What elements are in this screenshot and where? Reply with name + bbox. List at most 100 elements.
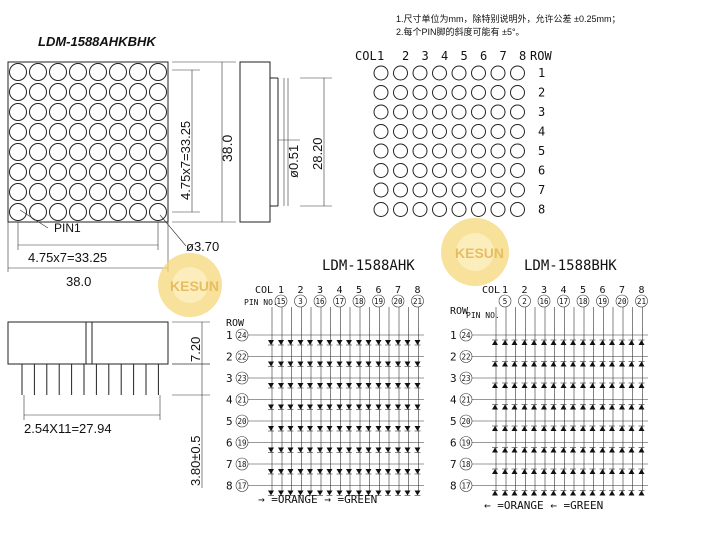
led-diode bbox=[307, 447, 313, 453]
led-diode bbox=[346, 404, 352, 410]
circuit-row-number: 7 bbox=[226, 458, 233, 471]
grid-dot bbox=[373, 104, 389, 120]
circuit-col-number: 7 bbox=[619, 285, 625, 296]
note-2: 2.每个PIN脚的斜度可能有 ±5°。 bbox=[396, 26, 525, 37]
front-dot bbox=[49, 183, 67, 201]
front-dot bbox=[49, 143, 67, 161]
led-diode bbox=[550, 447, 557, 453]
grid-row-number: 5 bbox=[538, 144, 545, 158]
grid-dot bbox=[471, 65, 486, 81]
circuit-col-pin bbox=[411, 294, 424, 308]
grid-dot bbox=[510, 104, 525, 120]
led-diode bbox=[550, 383, 557, 388]
grid-dot bbox=[412, 202, 428, 217]
circuit-col-number: 5 bbox=[356, 285, 362, 296]
grid-dot bbox=[393, 143, 408, 159]
circuit-row-pin-number: 20 bbox=[461, 417, 471, 426]
front-dot bbox=[9, 183, 27, 201]
led-diode bbox=[287, 447, 294, 453]
led-diode bbox=[619, 383, 625, 388]
led-diode bbox=[550, 340, 557, 345]
led-diode bbox=[560, 447, 567, 453]
led-diode bbox=[511, 361, 518, 367]
circuit-row-pin-number: 22 bbox=[461, 353, 470, 362]
front-dot bbox=[109, 63, 127, 81]
circuit-ahk-pin-label: PIN NO. bbox=[244, 298, 278, 307]
watermark-left: KESUN bbox=[158, 253, 222, 317]
led-diode bbox=[502, 447, 508, 453]
model-title: LDM-1588AHKBHK bbox=[38, 34, 157, 49]
led-diode bbox=[307, 469, 313, 474]
grid-dot bbox=[432, 202, 447, 217]
circuit-row-pin-number: 17 bbox=[461, 482, 470, 491]
led-diode bbox=[375, 426, 382, 431]
led-diode bbox=[638, 490, 645, 496]
grid-col-number: 2 bbox=[402, 49, 409, 63]
led-diode bbox=[414, 426, 421, 431]
grid-dot bbox=[412, 104, 428, 120]
led-diode bbox=[278, 383, 284, 388]
led-diode bbox=[375, 447, 382, 453]
led-diode bbox=[375, 383, 382, 388]
led-diode bbox=[521, 447, 528, 453]
led-diode bbox=[619, 340, 625, 345]
grid-dot bbox=[373, 143, 389, 159]
led-diode bbox=[356, 404, 362, 410]
grid-col-number: 7 bbox=[500, 49, 507, 63]
circuit-col-pin bbox=[537, 294, 551, 308]
grid-dot bbox=[510, 163, 525, 178]
led-diode bbox=[336, 490, 343, 496]
led-diode bbox=[317, 426, 323, 431]
led-diode bbox=[589, 404, 596, 410]
grid-dot bbox=[510, 202, 525, 217]
led-diode bbox=[511, 404, 518, 410]
grid-dot bbox=[471, 85, 486, 100]
led-diode bbox=[541, 340, 547, 345]
front-dot bbox=[109, 143, 127, 161]
grid-dot bbox=[490, 124, 506, 139]
led-diode bbox=[307, 404, 313, 410]
led-diode bbox=[287, 404, 294, 410]
led-diode bbox=[599, 426, 606, 431]
led-diode bbox=[297, 490, 304, 496]
circuit-col-pin-number: 18 bbox=[354, 297, 364, 306]
front-dot bbox=[69, 163, 87, 181]
circuit-bhk-col-label: COL bbox=[482, 285, 500, 296]
led-diode bbox=[609, 340, 615, 345]
pin-length: 28.20 bbox=[310, 137, 325, 170]
led-diode bbox=[278, 447, 284, 453]
front-dim-h: 4.75x7=33.25 bbox=[178, 121, 193, 200]
grid-dot bbox=[490, 182, 506, 198]
led-diode bbox=[560, 426, 567, 431]
circuit-row-number: 6 bbox=[450, 437, 457, 450]
led-diode bbox=[297, 447, 304, 453]
front-dim-w: 4.75x7=33.25 bbox=[28, 250, 107, 265]
circuit-col-number: 2 bbox=[522, 285, 528, 296]
led-diode bbox=[287, 361, 294, 367]
circuit-row-number: 1 bbox=[226, 329, 233, 342]
front-dot bbox=[89, 83, 107, 101]
front-dot bbox=[9, 63, 27, 81]
circuit-row-number: 4 bbox=[450, 394, 457, 407]
circuit-col-pin bbox=[391, 294, 405, 308]
circuit-row-number: 8 bbox=[450, 480, 457, 493]
led-diode bbox=[268, 404, 274, 410]
led-diode bbox=[317, 447, 323, 453]
front-dot bbox=[109, 123, 127, 141]
led-diode bbox=[570, 490, 576, 496]
circuit-col-number: 3 bbox=[317, 285, 323, 296]
circuit-col-pin bbox=[294, 294, 307, 308]
led-diode bbox=[317, 340, 323, 345]
grid-col-number: 5 bbox=[461, 49, 468, 63]
grid-dot bbox=[373, 85, 389, 100]
front-dot bbox=[109, 83, 127, 101]
front-dot bbox=[149, 63, 167, 81]
led-diode bbox=[307, 490, 313, 496]
led-diode bbox=[628, 404, 635, 410]
led-diode bbox=[365, 490, 372, 496]
led-diode bbox=[404, 340, 411, 345]
circuit-ahk-row-label: ROW bbox=[226, 318, 245, 329]
front-dot bbox=[149, 143, 167, 161]
grid-row-number: 3 bbox=[538, 105, 545, 119]
